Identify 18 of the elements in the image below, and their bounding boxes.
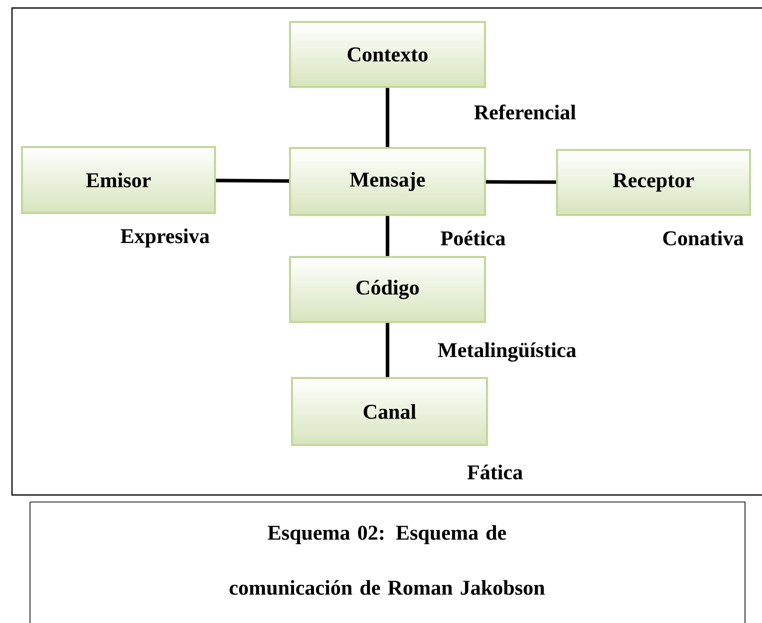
connector-line (386, 88, 390, 147)
process-box: Código (289, 256, 486, 323)
connector-line (386, 216, 390, 256)
process-box: Receptor (556, 149, 751, 216)
process-box: Contexto (289, 21, 486, 88)
function-label: Referencial (474, 104, 576, 120)
caption-box: Esquema 02: Esquema de comunicación de Roman Jakobson (30, 502, 746, 623)
function-label: Expresiva (120, 228, 210, 248)
function-label: Poética (440, 230, 506, 246)
process-box: Canal (291, 377, 488, 446)
function-label: Metalingüística (438, 342, 576, 362)
connector-line (386, 323, 390, 377)
function-label: Conativa (663, 230, 744, 246)
process-box: Mensaje (289, 147, 486, 216)
connector-line (486, 180, 556, 184)
connector-line (216, 178, 290, 183)
function-label: Fática (467, 464, 523, 480)
process-box: Emisor (21, 146, 216, 214)
